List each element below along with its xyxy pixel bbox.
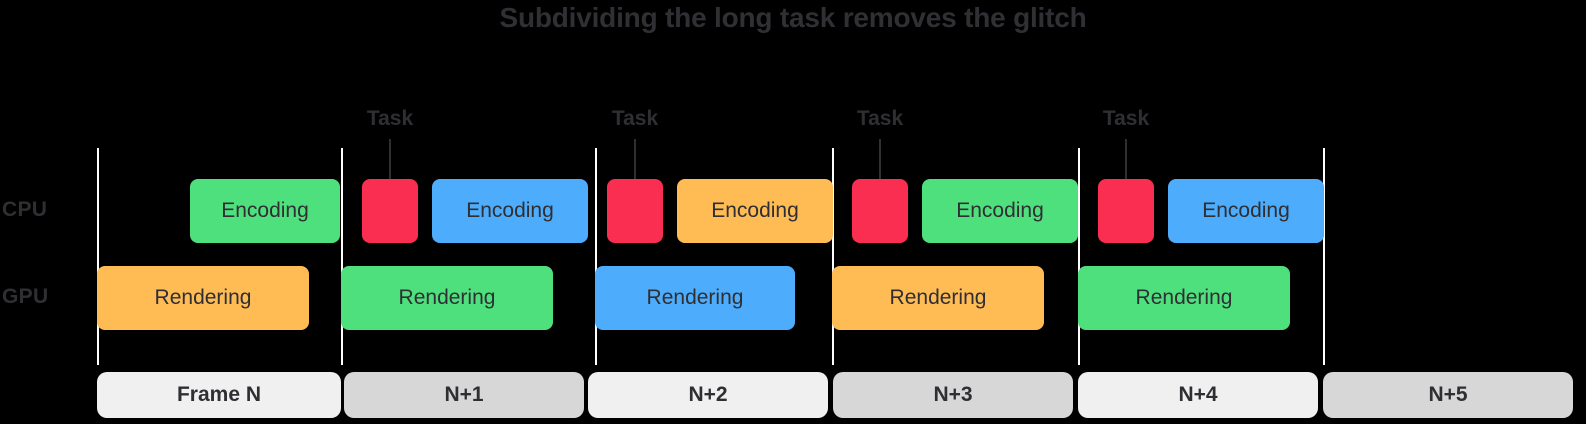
frame-pill-label: Frame N xyxy=(176,383,262,406)
row-label-cpu: CPU xyxy=(2,198,48,221)
bar-label: Rendering xyxy=(1135,286,1233,309)
bar-label: Encoding xyxy=(1202,199,1290,222)
frame-divider-5 xyxy=(1323,148,1325,365)
task-callout-label: Task xyxy=(611,107,659,130)
frame-pill-0: Frame N xyxy=(97,372,341,418)
frame-pill-5: N+5 xyxy=(1323,372,1573,418)
frame-pill-label: N+5 xyxy=(1428,383,1468,406)
task-callout-label: Task xyxy=(1102,107,1150,130)
task-leader-line xyxy=(1125,139,1127,211)
bar-label: Rendering xyxy=(398,286,496,309)
frame-pill-label: N+2 xyxy=(688,383,728,406)
task-leader-line xyxy=(879,139,881,211)
cpu-bar-encoding-8: Encoding xyxy=(1168,179,1324,243)
gpu-bar-rendering-4: Rendering xyxy=(1078,266,1290,330)
frame-pill-label: N+3 xyxy=(933,383,973,406)
page-title: Subdividing the long task removes the gl… xyxy=(499,2,1087,33)
cpu-bar-task-1 xyxy=(362,179,418,243)
cpu-bar-encoding-4: Encoding xyxy=(677,179,833,243)
frame-pill-label: N+4 xyxy=(1178,383,1218,406)
cpu-bar-encoding-2: Encoding xyxy=(432,179,588,243)
task-leader-line xyxy=(634,139,636,211)
frame-pill-3: N+3 xyxy=(833,372,1073,418)
bar-label: Encoding xyxy=(221,199,309,222)
frame-pill-4: N+4 xyxy=(1078,372,1318,418)
bar-label: Encoding xyxy=(956,199,1044,222)
frame-divider-1 xyxy=(341,148,343,365)
frame-divider-2 xyxy=(595,148,597,365)
bar-label: Rendering xyxy=(646,286,744,309)
row-label-gpu: GPU xyxy=(2,285,49,308)
frame-divider-4 xyxy=(1078,148,1080,365)
frame-divider-3 xyxy=(832,148,834,365)
frame-pill-1: N+1 xyxy=(344,372,584,418)
task-callout-label: Task xyxy=(856,107,904,130)
bar-label: Rendering xyxy=(154,286,252,309)
bar-label: Rendering xyxy=(889,286,987,309)
cpu-bar-encoding-6: Encoding xyxy=(922,179,1078,243)
gpu-bar-rendering-0: Rendering xyxy=(97,266,309,330)
cpu-bar-encoding-0: Encoding xyxy=(190,179,340,243)
bar-label: Encoding xyxy=(466,199,554,222)
cpu-bar-task-3 xyxy=(607,179,663,243)
task-leader-line xyxy=(389,139,391,211)
gpu-bar-rendering-3: Rendering xyxy=(832,266,1044,330)
gpu-bar-rendering-2: Rendering xyxy=(595,266,795,330)
bar-label: Encoding xyxy=(711,199,799,222)
cpu-bar-task-5 xyxy=(852,179,908,243)
cpu-bar-task-7 xyxy=(1098,179,1154,243)
task-callout-label: Task xyxy=(366,107,414,130)
frame-pill-label: N+1 xyxy=(444,383,484,406)
frame-pill-2: N+2 xyxy=(588,372,828,418)
frame-divider-0 xyxy=(97,148,99,365)
gpu-bar-rendering-1: Rendering xyxy=(341,266,553,330)
